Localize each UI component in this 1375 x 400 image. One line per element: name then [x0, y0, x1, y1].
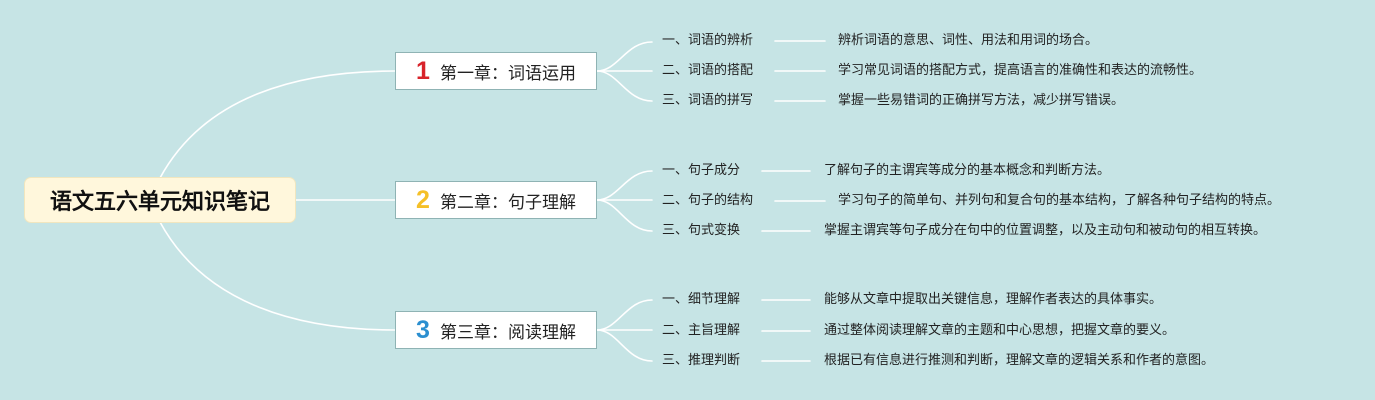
link-chapter-3-topic-1 — [596, 299, 653, 331]
topic-2-2[interactable]: 二、句子的结构 — [662, 193, 754, 208]
topic-1-1[interactable]: 一、词语的辨析 — [662, 33, 754, 48]
desc-1-3: 掌握一些易错词的正确拼写方法，减少拼写错误。 — [838, 93, 1125, 108]
desc-3-1: 能够从文章中提取出关键信息，理解作者表达的具体事实。 — [824, 292, 1163, 307]
link-root-chapter-3 — [159, 221, 396, 331]
topic-3-1[interactable]: 一、细节理解 — [662, 292, 741, 307]
topic-3-2[interactable]: 二、主旨理解 — [662, 323, 741, 338]
desc-2-2: 学习句子的简单句、并列句和复合句的基本结构，了解各种句子结构的特点。 — [838, 193, 1281, 208]
topic-3-3[interactable]: 三、推理判断 — [662, 353, 741, 368]
topic-1-3[interactable]: 三、词语的拼写 — [662, 93, 754, 108]
desc-1-2: 学习常见词语的搭配方式，提高语言的准确性和表达的流畅性。 — [838, 63, 1203, 78]
chapter-number-2: 2 — [416, 185, 430, 214]
desc-2-1: 了解句子的主谓宾等成分的基本概念和判断方法。 — [824, 163, 1111, 178]
link-chapter-2-topic-3 — [596, 199, 653, 232]
topic-2-3[interactable]: 三、句式变换 — [662, 223, 741, 238]
topic-1-2[interactable]: 二、词语的搭配 — [662, 63, 754, 78]
link-chapter-1-topic-1 — [596, 41, 653, 72]
root-label: 语文五六单元知识笔记 — [49, 190, 270, 215]
chapter-node-3[interactable]: 3 第三章：阅读理解 — [395, 311, 597, 349]
chapter-title-2: 第二章：句子理解 — [440, 192, 576, 213]
chapter-node-1[interactable]: 1 第一章：词语运用 — [395, 52, 597, 90]
desc-3-2: 通过整体阅读理解文章的主题和中心思想，把握文章的要义。 — [824, 323, 1176, 338]
desc-1-1: 辨析词语的意思、词性、用法和用词的场合。 — [838, 33, 1099, 48]
chapter-node-2[interactable]: 2 第二章：句子理解 — [395, 181, 597, 219]
link-chapter-1-topic-3 — [596, 70, 653, 102]
chapter-title-3: 第三章：阅读理解 — [440, 322, 576, 343]
root-node[interactable]: 语文五六单元知识笔记 — [25, 178, 295, 222]
chapter-number-3: 3 — [416, 315, 430, 344]
desc-3-3: 根据已有信息进行推测和判断，理解文章的逻辑关系和作者的意图。 — [824, 353, 1215, 368]
desc-2-3: 掌握主谓宾等句子成分在句中的位置调整，以及主动句和被动句的相互转换。 — [824, 223, 1267, 238]
link-chapter-2-topic-1 — [596, 170, 653, 201]
chapter-number-1: 1 — [416, 56, 430, 85]
link-root-chapter-1 — [159, 70, 396, 179]
chapter-title-1: 第一章：词语运用 — [440, 63, 576, 84]
topic-2-1[interactable]: 一、句子成分 — [662, 163, 741, 178]
link-chapter-3-topic-3 — [596, 329, 653, 362]
